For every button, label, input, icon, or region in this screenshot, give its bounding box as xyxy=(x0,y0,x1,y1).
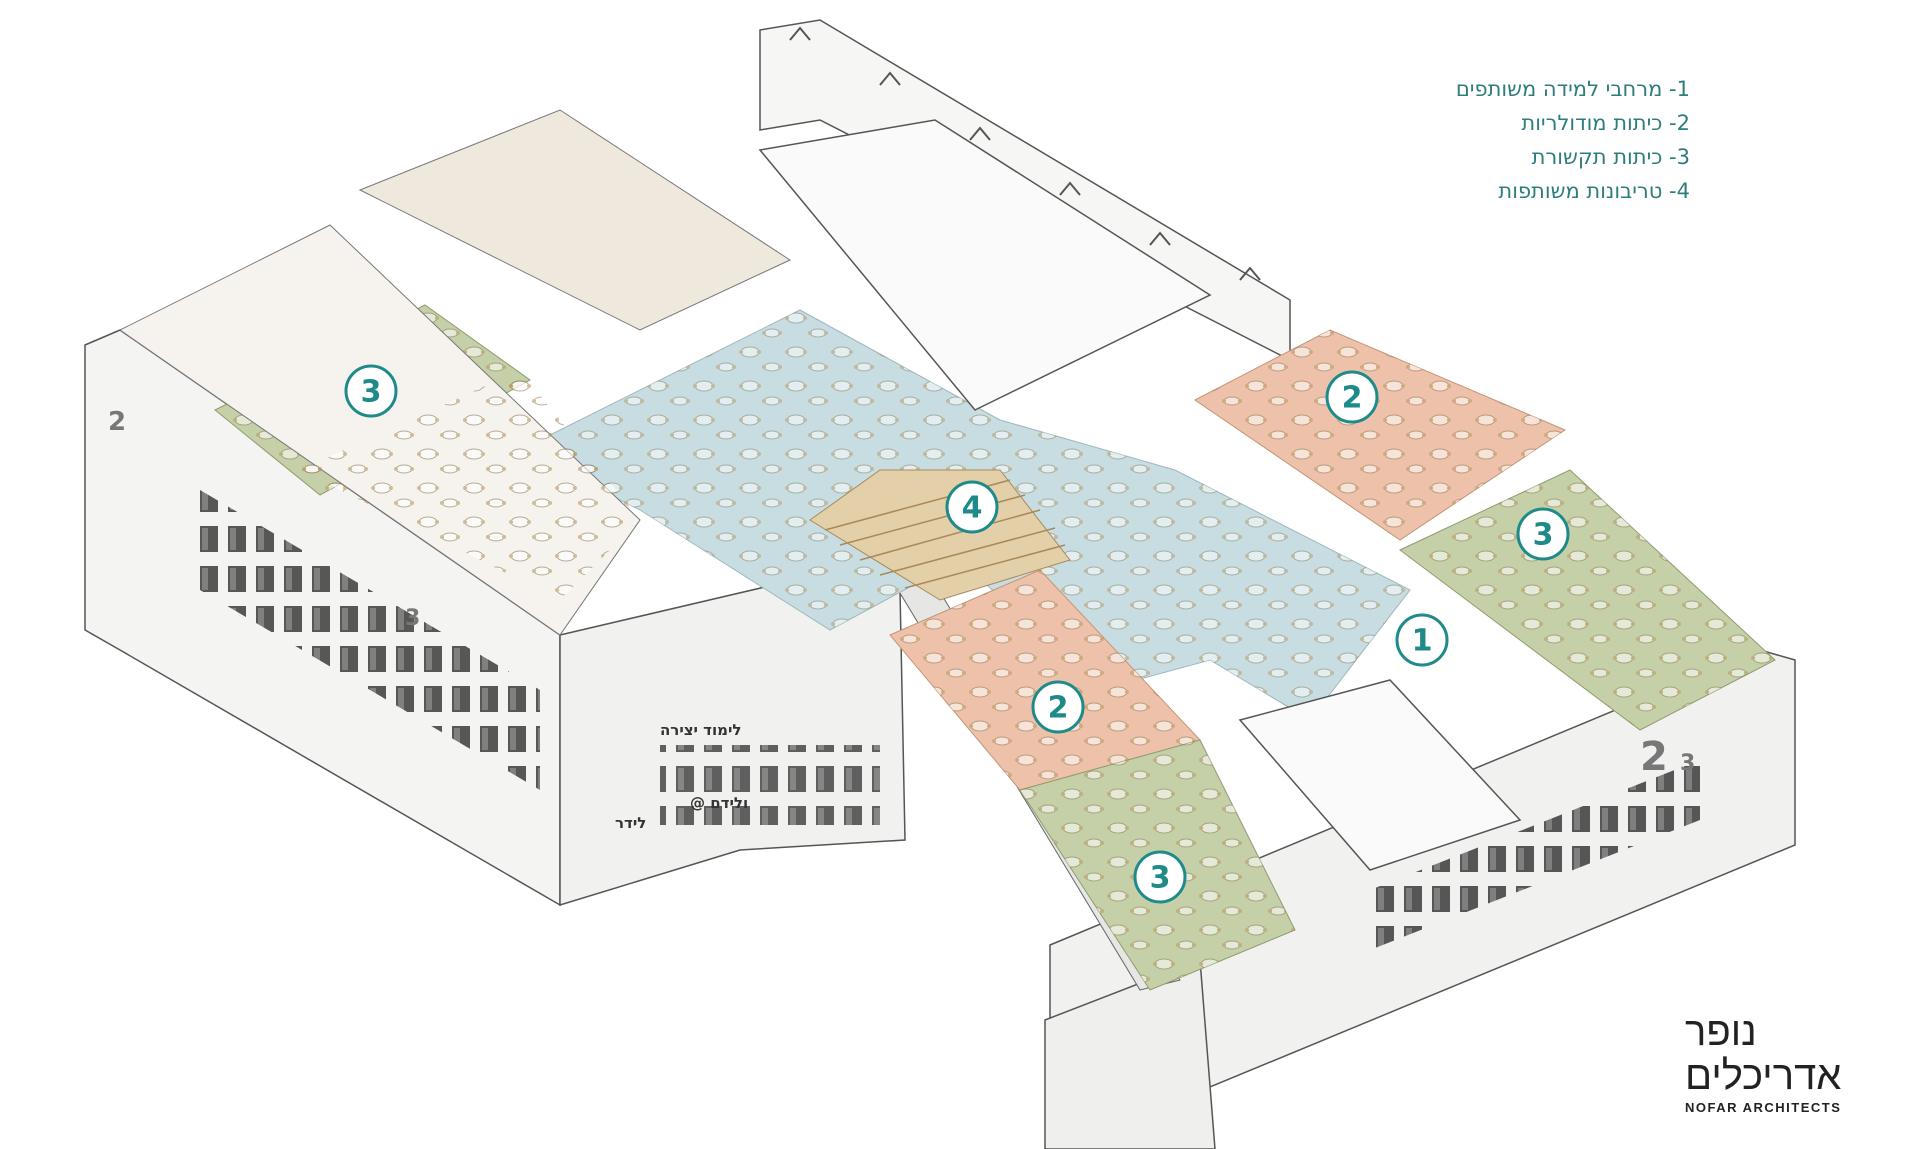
marker-4: 4 xyxy=(945,480,999,534)
marker-2-top: 2 xyxy=(1325,370,1379,424)
marker-label: 4 xyxy=(962,491,983,526)
building-signs: לימוד יצירה @ ולידם לידר xyxy=(615,721,748,832)
marker-label: 1 xyxy=(1412,624,1433,659)
zone-comm-class-right-tables xyxy=(1400,470,1775,730)
brand-logo: נופר אדריכלים NOFAR ARCHITECTS xyxy=(1685,1010,1865,1115)
marker-1: 1 xyxy=(1395,613,1449,667)
legend-item-4: 4- טריבונות משותפות xyxy=(1498,179,1690,203)
courtyard-top xyxy=(758,119,1212,411)
right-wing-windows xyxy=(1370,760,1700,950)
brand-name-english: NOFAR ARCHITECTS xyxy=(1685,1100,1842,1115)
building-sign-3: לידר xyxy=(615,814,646,832)
zone-modular-class-top-tables xyxy=(1195,330,1565,540)
marker-3-right: 3 xyxy=(1516,507,1570,561)
legend: 1- מרחבי למידה משותפים 2- כיתות מודולריו… xyxy=(1300,72,1690,208)
building-sign-1: לימוד יצירה xyxy=(660,721,742,739)
legend-item-1: 1- מרחבי למידה משותפים xyxy=(1455,77,1690,101)
left-wing-rooms-tables xyxy=(300,370,640,600)
courtyard-right xyxy=(1238,679,1522,871)
marker-label: 3 xyxy=(1533,518,1554,553)
left-wing-windows xyxy=(200,490,540,790)
marker-label: 2 xyxy=(1342,381,1363,416)
marker-2-center: 2 xyxy=(1031,680,1085,734)
marker-label: 2 xyxy=(1048,691,1069,726)
legend-item-2: 2- כיתות מודולריות xyxy=(1521,111,1690,135)
marker-3-left: 3 xyxy=(344,364,398,418)
facade-number: 3 xyxy=(1680,751,1695,776)
marker-label: 3 xyxy=(361,375,382,410)
brand-name-hebrew-line1: נופר xyxy=(1685,1009,1757,1055)
legend-item-3: 3- כיתות תקשורת xyxy=(1531,145,1690,169)
facade-number: 3 xyxy=(405,606,420,631)
zone-modular-class-center-tables xyxy=(890,570,1200,790)
tribune-steps xyxy=(824,479,1066,589)
facade-numbers: 2 3 2 3 xyxy=(108,407,1695,780)
facade-number: 2 xyxy=(108,407,126,437)
marker-label: 3 xyxy=(1150,861,1171,896)
back-rooms xyxy=(358,109,792,331)
brand-name-hebrew-line2: אדריכלים xyxy=(1685,1053,1842,1099)
zone-tribune xyxy=(809,469,1071,601)
marker-3-bottom: 3 xyxy=(1133,850,1187,904)
facade-number: 2 xyxy=(1640,734,1668,780)
rampart-battlements xyxy=(789,26,1261,281)
building-sign-2: @ ולידם xyxy=(690,794,748,812)
zone-markers: 1 2 2 3 3 3 4 xyxy=(344,364,1570,904)
center-windows xyxy=(660,745,880,825)
